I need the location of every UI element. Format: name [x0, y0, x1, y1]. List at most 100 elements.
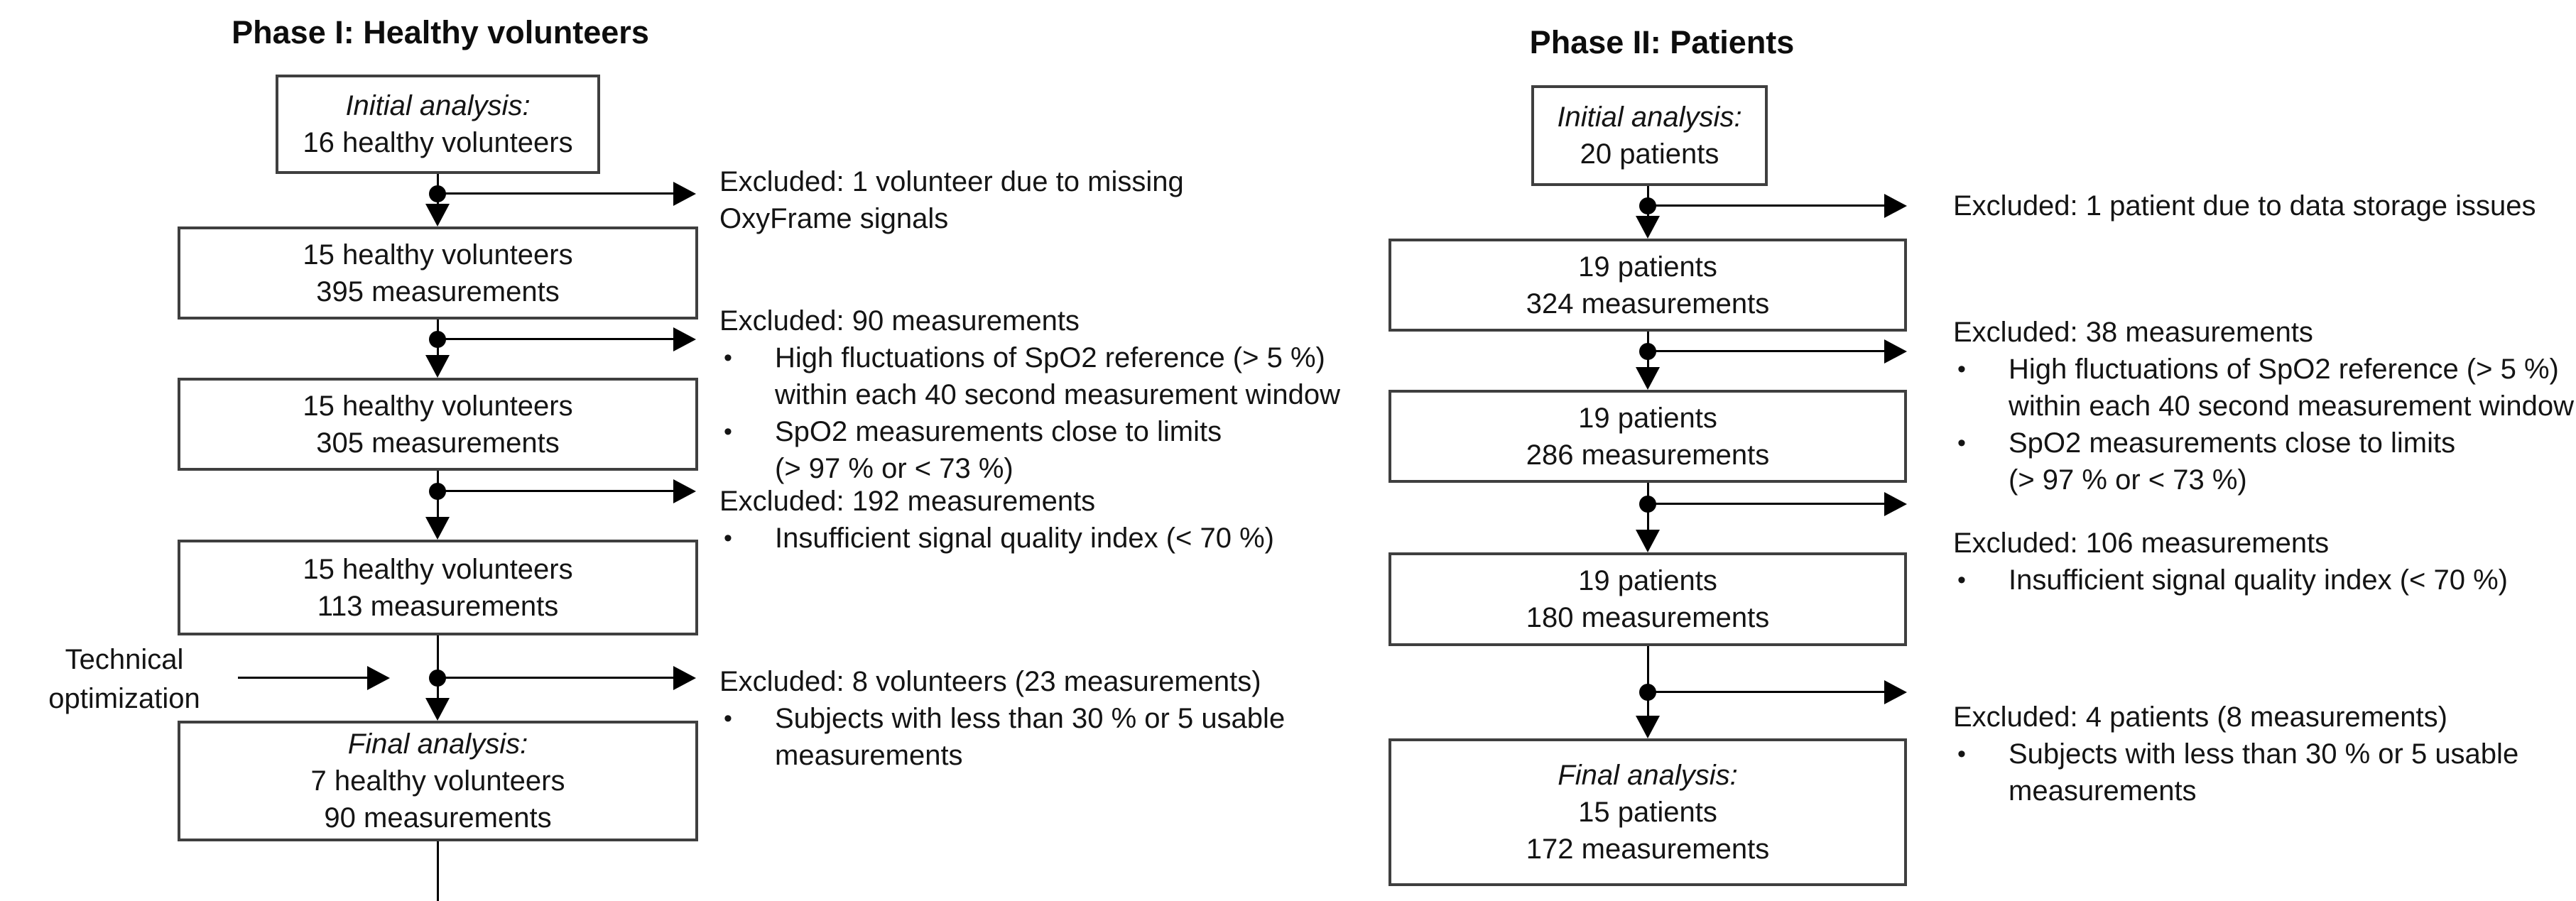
exclusion-note-2: Excluded: 38 measurements • High fluctua…: [1953, 314, 2574, 498]
box-line: 15 healthy volunteers: [303, 390, 573, 422]
bullet-text: SpO2 measurements close to limits: [2009, 427, 2456, 459]
exclusion-note-2: Excluded: 90 measurements • High fluctua…: [719, 302, 1340, 487]
box-line: 172 measurements: [1526, 834, 1770, 865]
exclusion-note-4: Excluded: 8 volunteers (23 measurements)…: [719, 663, 1285, 774]
down-arrowhead: [425, 698, 450, 721]
bullet-text: High fluctuations of SpO2 reference (> 5…: [775, 342, 1325, 373]
exclusion-note-3: Excluded: 106 measurements • Insufficien…: [1953, 525, 2508, 599]
bullet-text: SpO2 measurements close to limits: [775, 416, 1222, 447]
box-line: 19 patients: [1578, 402, 1717, 434]
right-arrowhead: [1884, 339, 1907, 364]
phase1-box-305-measurements: 15 healthy volunteers 305 measurements: [178, 378, 698, 471]
box-line: 15 patients: [1578, 797, 1717, 828]
exclusion-bullet: • High fluctuations of SpO2 reference (>…: [719, 339, 1340, 376]
bullet-text: within each 40 second measurement window: [2009, 391, 2574, 422]
box-line: 7 healthy volunteers: [310, 765, 565, 797]
exclusion-bullet-cont: within each 40 second measurement window: [719, 376, 1340, 413]
exclusion-head: Excluded: 1 patient due to data storage …: [1953, 190, 2536, 222]
exclusion-bullet: • Insufficient signal quality index (< 7…: [1953, 562, 2508, 599]
box-line: 286 measurements: [1526, 439, 1770, 471]
exclusion-head: OxyFrame signals: [719, 203, 949, 234]
down-arrowhead: [1636, 716, 1660, 738]
bullet-icon: •: [1957, 567, 1966, 594]
right-arrowhead: [673, 327, 696, 351]
bullet-text: measurements: [775, 740, 963, 771]
branch-line: [438, 490, 673, 492]
branch-line: [438, 677, 673, 679]
box-line: Initial analysis:: [345, 90, 531, 121]
bullet-text: High fluctuations of SpO2 reference (> 5…: [2009, 354, 2559, 385]
exclusion-head: Excluded: 192 measurements: [719, 486, 1096, 517]
phase1-box-initial-analysis: Initial analysis: 16 healthy volunteers: [276, 75, 600, 174]
branch-line: [438, 338, 673, 340]
box-line: Initial analysis:: [1557, 102, 1742, 133]
branch-line: [1648, 691, 1884, 693]
technical-optimization-note: Technical optimization: [14, 640, 234, 719]
box-line: 20 patients: [1580, 138, 1719, 170]
branch-line: [1648, 503, 1884, 505]
bullet-icon: •: [1957, 356, 1966, 383]
phase1-title: Phase I: Healthy volunteers: [232, 14, 649, 50]
bullet-icon: •: [1957, 741, 1966, 768]
bullet-icon: •: [724, 418, 732, 445]
phase2-box-324-measurements: 19 patients 324 measurements: [1388, 239, 1907, 332]
note-arrow-line: [238, 677, 367, 679]
phase2-box-initial-analysis: Initial analysis: 20 patients: [1531, 85, 1768, 186]
exclusion-note-3: Excluded: 192 measurements • Insufficien…: [719, 483, 1274, 557]
bullet-text: (> 97 % or < 73 %): [775, 453, 1013, 484]
right-arrowhead: [673, 479, 696, 503]
phase1-box-395-measurements: 15 healthy volunteers 395 measurements: [178, 226, 698, 320]
right-arrowhead: [673, 666, 696, 690]
box-line: 16 healthy volunteers: [303, 127, 573, 158]
phase2-box-final-analysis: Final analysis: 15 patients 172 measurem…: [1388, 738, 1907, 886]
phase2-box-286-measurements: 19 patients 286 measurements: [1388, 390, 1907, 483]
down-arrowhead: [1636, 216, 1660, 239]
down-arrowhead: [425, 355, 450, 378]
box-line: 324 measurements: [1526, 288, 1770, 320]
down-arrowhead: [1636, 367, 1660, 390]
exclusion-head: Excluded: 1 volunteer due to missing: [719, 166, 1184, 197]
box-line: 395 measurements: [316, 275, 560, 307]
phase2-title: Phase II: Patients: [1529, 24, 1795, 60]
box-line: Final analysis:: [347, 728, 528, 760]
note-line: Technical: [65, 644, 184, 675]
exclusion-bullet: • Subjects with less than 30 % or 5 usab…: [1953, 736, 2518, 772]
exclusion-bullet: • SpO2 measurements close to limits: [719, 413, 1340, 450]
down-arrowhead: [1636, 530, 1660, 552]
exclusion-head: Excluded: 106 measurements: [1953, 528, 2330, 559]
box-line: 19 patients: [1578, 565, 1717, 596]
branch-line: [1648, 350, 1884, 352]
bullet-icon: •: [1957, 430, 1966, 457]
box-line: 90 measurements: [324, 802, 552, 834]
box-line: 305 measurements: [316, 427, 560, 459]
connector-tail-line: [437, 841, 439, 901]
exclusion-bullet: • Subjects with less than 30 % or 5 usab…: [719, 700, 1285, 737]
box-line: 19 patients: [1578, 251, 1717, 283]
exclusion-bullet-cont: within each 40 second measurement window: [1953, 388, 2574, 425]
exclusion-bullet-cont: measurements: [719, 737, 1285, 774]
right-arrowhead: [1884, 194, 1907, 218]
exclusion-note-4: Excluded: 4 patients (8 measurements) • …: [1953, 699, 2518, 809]
bullet-text: within each 40 second measurement window: [775, 379, 1340, 410]
down-arrowhead: [425, 204, 450, 226]
bullet-text: (> 97 % or < 73 %): [2009, 464, 2247, 496]
box-line: 180 measurements: [1526, 602, 1770, 633]
bullet-text: measurements: [2009, 775, 2197, 807]
exclusion-head: Excluded: 4 patients (8 measurements): [1953, 701, 2447, 733]
box-line: Final analysis:: [1558, 760, 1738, 791]
down-arrowhead: [425, 517, 450, 540]
phase2-box-180-measurements: 19 patients 180 measurements: [1388, 552, 1907, 646]
right-arrowhead: [1884, 680, 1907, 704]
exclusion-note-1: Excluded: 1 patient due to data storage …: [1953, 187, 2536, 224]
bullet-text: Insufficient signal quality index (< 70 …: [2009, 564, 2508, 596]
connector-line: [437, 635, 439, 701]
bullet-text: Subjects with less than 30 % or 5 usable: [775, 703, 1286, 734]
right-arrowhead: [367, 666, 390, 690]
phase1-box-113-measurements: 15 healthy volunteers 113 measurements: [178, 540, 698, 635]
bullet-icon: •: [724, 344, 732, 371]
exclusion-head: Excluded: 38 measurements: [1953, 317, 2313, 348]
exclusion-note-1: Excluded: 1 volunteer due to missing Oxy…: [719, 163, 1184, 237]
exclusion-bullet-cont: measurements: [1953, 772, 2518, 809]
right-arrowhead: [1884, 492, 1907, 516]
